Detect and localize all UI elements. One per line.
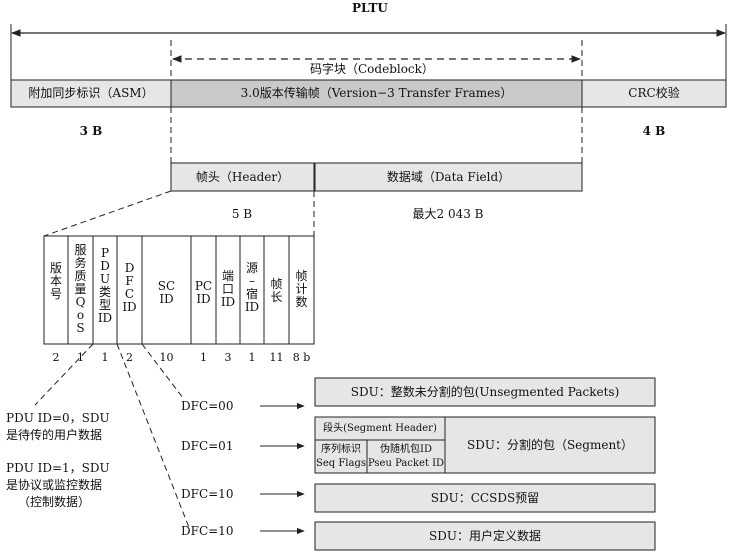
field-frame-count: 帧 计 数 [295,269,308,309]
pltu-span-arrow [10,24,727,80]
field-version: 版 本 号 [49,261,62,301]
field-qos: 服 务 质 量 Q o S [74,243,87,335]
pdu1-note-line2: 是协议或监控数据 [6,478,103,492]
sdu-box-4 [314,521,656,551]
bits-sc-id: 10 [159,351,174,364]
sdu-text-3: SDU：CCSDS预留 [430,491,540,505]
dfc-label-4: DFC=10 [181,524,234,538]
bits-pc-id: 1 [200,351,207,364]
pdu0-note-line1: PDU ID=0，SDU [6,411,110,425]
data-field-label: 数据域（Data Field） [386,170,511,184]
pdu1-note-line1: PDU ID=1，SDU [6,461,110,475]
sdu-text-2: SDU：分割的包（Segment） [467,438,633,452]
header-size: 5 B [231,207,253,221]
dfc-label-3: DFC=10 [181,487,234,501]
bits-qos: 1 [77,351,84,364]
crc-box [581,79,727,108]
field-dfc-id: D F C ID [122,261,137,314]
data-field-size: 最大2 043 B [412,207,484,221]
dfc-label-1: DFC=00 [181,399,234,413]
sdu-text-1: SDU：整数未分割的包(Unsegmented Packets) [350,385,620,399]
field-sc-id: SC ID [157,279,176,306]
header-fields-table [43,235,315,345]
crc-size: 4 B [642,124,666,138]
field-src-dst-id: 源 – 宿 ID [244,261,260,314]
pdu1-note-line3: （控制数据） [18,495,91,509]
crc-label: CRC校验 [628,86,680,100]
bits-src-dst: 1 [248,351,256,364]
bits-frame-count: 8 b [292,351,311,364]
pseu-packet-en: Pseu Packet ID [367,458,445,469]
bits-dfc-id: 2 [126,351,133,364]
field-port-id: 端 口 ID [220,269,236,309]
pdu0-note-line2: 是待传的用户数据 [6,428,103,442]
header-label: 帧头（Header） [195,170,290,184]
codeblock-label: 码字块（Codeblock） [310,62,434,76]
sdu-box-3 [314,483,656,513]
field-frame-length: 帧 长 [270,277,283,304]
data-field-box [314,162,583,192]
bits-pdu-type: 1 [101,351,109,364]
asm-size: 3 B [79,124,103,138]
sdu-text-4: SDU：用户定义数据 [429,529,541,543]
bits-port-id: 3 [224,351,232,364]
pseu-packet-cn: 伪随机包ID [380,444,432,455]
bits-version: 2 [52,351,60,364]
segment-header-label: 段头(Segment Header) [323,423,437,434]
codeblock-span-arrow [170,40,583,80]
sdu-box-2 [314,416,656,474]
header-box [170,162,315,192]
seq-flags-cn: 序列标识 [321,444,361,455]
seq-flags-en: Seq Flags [316,458,366,469]
field-pc-id: PC ID [194,279,213,306]
asm-label: 附加同步标识（ASM） [28,86,154,100]
pltu-label: PLTU [352,1,388,15]
sdu-box-1 [314,377,656,407]
bits-frame-length: 11 [269,351,284,364]
field-pdu-type-id: P D U 类 型 ID [97,246,113,325]
dfc-label-2: DFC=01 [181,439,234,453]
asm-box [10,79,172,108]
frame-label: 3.0版本传输帧（Version−3 Transfer Frames） [240,86,513,100]
